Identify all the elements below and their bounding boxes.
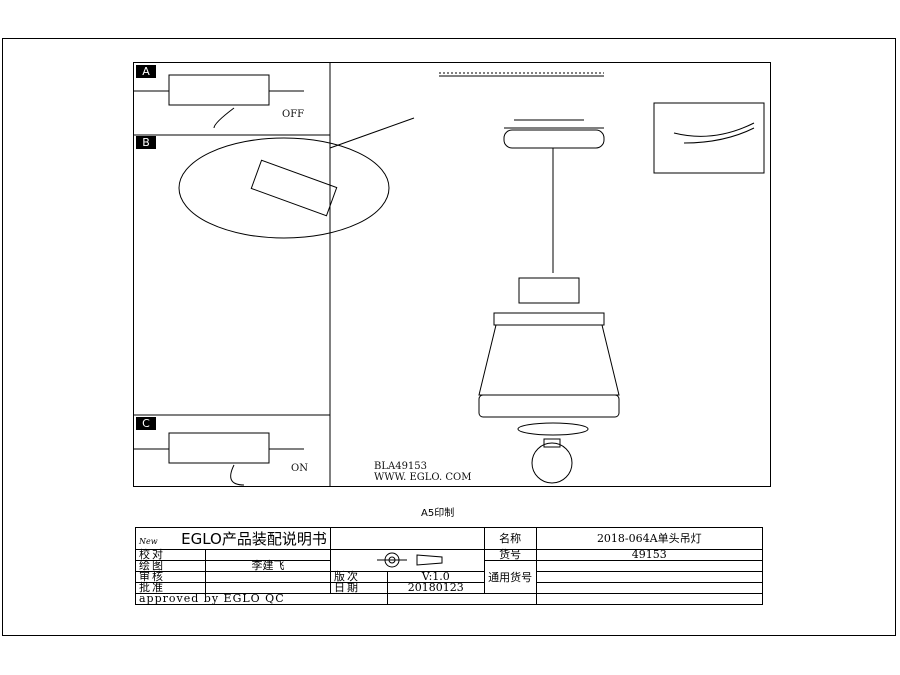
ceiling-icon <box>439 72 604 77</box>
drawing-area: A B C OFF ON BLA49153 WWW. EGLO. COM <box>133 62 771 487</box>
item-no-value: 49153 <box>535 549 764 561</box>
page-frame <box>2 38 896 636</box>
on-label: ON <box>291 463 308 474</box>
date-value: 20180123 <box>386 582 485 594</box>
panel-b-label: B <box>136 136 156 149</box>
pliers-detail-icon <box>653 102 765 174</box>
terminal-block-c-icon <box>134 432 304 486</box>
item-no-label: 货号 <box>483 549 537 561</box>
model-number: BLA49153 <box>374 461 428 472</box>
approved-text: approved by EGLO QC <box>135 593 388 605</box>
projection-symbol-icon <box>329 549 485 572</box>
name-value: 2018-064A单头吊灯 <box>535 527 764 550</box>
wiring-detail-icon <box>178 117 415 239</box>
bulb-icon <box>531 438 573 484</box>
print-size-note: A5印制 <box>421 508 455 519</box>
document-title: EGLO产品装配说明书 <box>181 530 327 548</box>
terminal-block-a-icon <box>134 74 304 129</box>
eglo-logo: New <box>139 537 158 546</box>
lamp-shade-icon <box>478 277 620 418</box>
name-label: 名称 <box>483 527 537 550</box>
date-label: 日期 <box>329 582 388 594</box>
off-label: OFF <box>282 109 305 120</box>
panel-a-label: A <box>136 65 156 78</box>
website: WWW. EGLO. COM <box>374 472 472 483</box>
applicable-label: 通用货号 <box>483 560 537 594</box>
canopy-icon <box>503 119 605 149</box>
drawn-value: 李建飞 <box>204 560 331 572</box>
ring-icon <box>517 422 589 436</box>
panel-c-label: C <box>136 417 156 430</box>
assembly-diagram <box>134 63 765 486</box>
